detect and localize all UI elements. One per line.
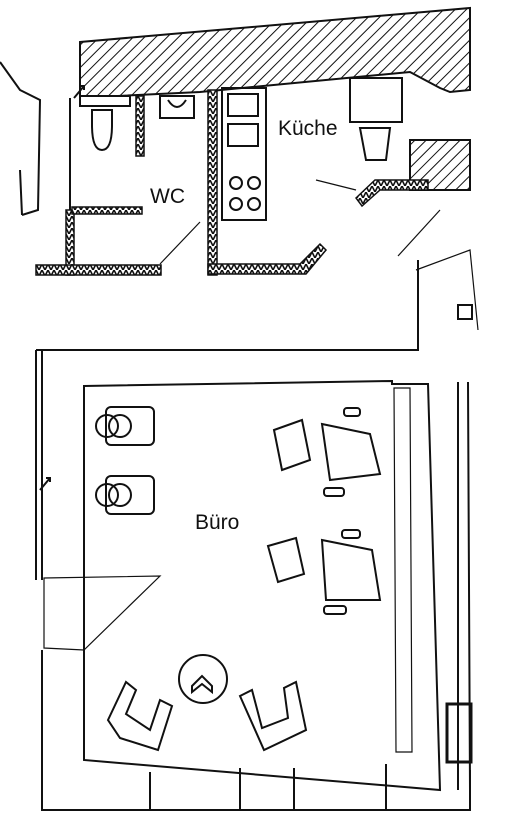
wc-sink-icon (159, 95, 195, 119)
lounge-chair-icon (238, 680, 308, 752)
stove-burner-icon (247, 176, 261, 190)
outer-door-swing (397, 209, 441, 257)
arrow-marker-icon (39, 477, 51, 491)
office-window-sill (393, 387, 413, 753)
office-right-wall (457, 381, 471, 791)
office-inner-wall (83, 379, 442, 792)
book-icon (191, 674, 213, 695)
room-label-office: Büro (195, 511, 240, 534)
kitchen-table-icon (349, 77, 403, 123)
armchair-icon (95, 475, 155, 515)
kitchen-counter (221, 87, 267, 221)
armchair-icon (95, 406, 155, 446)
kitchen-wall-vertical (207, 89, 218, 276)
desk-chair-set-icon (266, 529, 382, 615)
wc-wall-bottom (35, 264, 162, 276)
toilet-icon (91, 109, 113, 152)
wc-basin-counter (79, 95, 131, 107)
stove-burner-icon (229, 197, 243, 211)
office-outer-wall (35, 260, 419, 580)
outer-line-left (0, 61, 42, 216)
kitchen-sink-icon (227, 93, 259, 117)
arrow-marker-icon (73, 85, 85, 99)
kitchen-door-swing (315, 179, 357, 191)
desk-chair-set-icon (272, 407, 382, 497)
fixture-box-icon (457, 304, 473, 320)
kitchen-wall-right (354, 179, 429, 208)
lounge-chair-icon (106, 680, 174, 752)
coffee-table-icon (178, 654, 228, 704)
stove-burner-icon (247, 197, 261, 211)
exterior-wall-right-upper (409, 139, 471, 191)
kitchen-sink-basin-icon (227, 123, 259, 147)
radiator-icon (445, 702, 473, 764)
office-bottom-wall (41, 650, 471, 811)
wc-door-swing (159, 221, 201, 265)
office-door-opening (43, 575, 162, 651)
kitchen-chair-icon (358, 127, 392, 161)
room-label-kitchen: Küche (278, 117, 338, 140)
stove-burner-icon (229, 176, 243, 190)
room-label-wc: WC (150, 185, 185, 208)
kitchen-wall-bottom (207, 242, 328, 275)
wc-wall-vertical-right (135, 95, 145, 157)
stair-line (415, 249, 479, 331)
wc-wall-partition (71, 206, 143, 215)
exterior-wall-top (79, 6, 471, 97)
